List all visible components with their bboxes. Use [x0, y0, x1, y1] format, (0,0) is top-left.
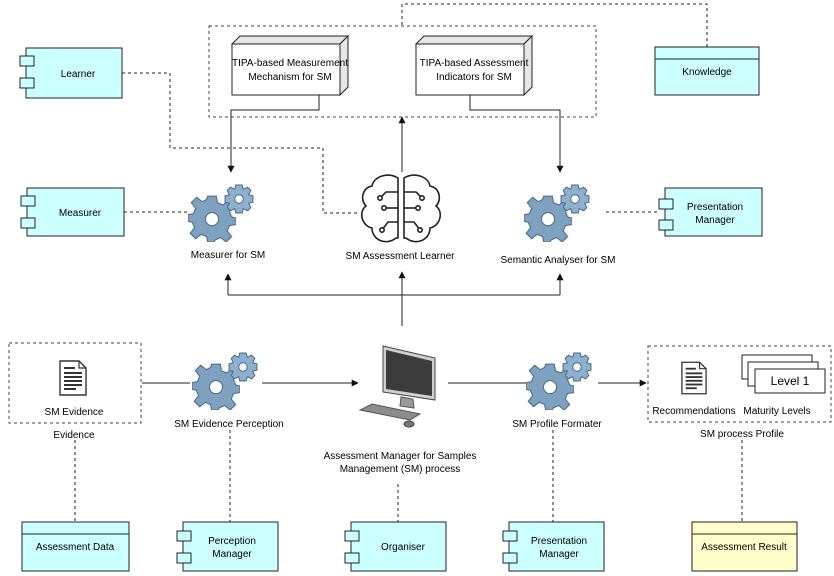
process-sm-evidence-perception[interactable]: SM Evidence Perception: [174, 352, 284, 430]
recommendations-label: Recommendations: [652, 406, 735, 417]
process-semantic-analyser[interactable]: Semantic Analyser for SM: [500, 184, 616, 266]
presentation-manager-top-label-line2: Manager: [695, 215, 735, 226]
process-assessment-manager[interactable]: Assessment Manager for Samples Managemen…: [324, 345, 477, 475]
sm-process-profile-group[interactable]: Recommendations Level 1 Maturity Levels …: [647, 345, 832, 440]
component-assessment-result[interactable]: Assessment Result: [691, 521, 798, 572]
document-icon: [681, 361, 707, 395]
measurer-for-sm-label: Measurer for SM: [191, 250, 265, 261]
level-card-label: Level 1: [771, 374, 810, 388]
sm-process-profile-label: SM process Profile: [700, 429, 784, 440]
artifact-measurement-label-line1: TIPA-based Measurement: [232, 58, 348, 69]
assessment-manager-label-line2: Management (SM) process: [340, 464, 461, 475]
perception-manager-label-line1: Perception: [208, 536, 256, 547]
tipa-artifacts-frame: [208, 25, 597, 118]
process-sm-profile-formater[interactable]: SM Profile Formater: [512, 352, 602, 430]
semantic-analyser-label: Semantic Analyser for SM: [500, 255, 615, 266]
organiser-label: Organiser: [381, 542, 426, 553]
brain-circuit-icon: [360, 174, 442, 243]
document-icon: [59, 360, 87, 396]
sm-assessment-learner-label: SM Assessment Learner: [346, 251, 456, 262]
maturity-levels-label: Maturity Levels: [743, 406, 810, 417]
learner-label: Learner: [61, 69, 96, 80]
component-learner[interactable]: Learner: [19, 47, 123, 99]
gear-small-icon: [224, 184, 254, 214]
sm-profile-formater-label: SM Profile Formater: [512, 419, 602, 430]
process-measurer-for-sm[interactable]: Measurer for SM: [188, 184, 265, 261]
component-perception-manager[interactable]: Perception Manager: [176, 521, 279, 572]
assessment-data-label: Assessment Data: [36, 542, 115, 553]
assessment-result-label: Assessment Result: [701, 542, 787, 553]
presentation-manager-bottom-label-line1: Presentation: [531, 536, 587, 547]
component-organiser[interactable]: Organiser: [344, 521, 447, 572]
component-assessment-data[interactable]: Assessment Data: [21, 521, 130, 572]
perception-manager-label-line2: Manager: [212, 549, 252, 560]
computer-icon: [358, 345, 436, 428]
artifact-indicators-label-line1: TIPA-based Assessment: [420, 58, 529, 69]
artifact-measurement-label-line2: Mechanism for SM: [248, 72, 331, 83]
assessment-manager-label-line1: Assessment Manager for Samples: [324, 451, 477, 462]
connectors: [74, 3, 743, 522]
artifact-measurement-mechanism[interactable]: TIPA-based Measurement Mechanism for SM: [230, 34, 350, 97]
presentation-manager-bottom-label-line2: Manager: [539, 549, 579, 560]
maturity-level-cards: Level 1: [741, 354, 826, 394]
evidence-group-label: Evidence: [53, 430, 95, 441]
gear-small-icon: [560, 184, 590, 214]
sm-evidence-perception-label: SM Evidence Perception: [174, 419, 284, 430]
component-presentation-manager-top[interactable]: Presentation Manager: [658, 187, 763, 237]
sm-evidence-label: SM Evidence: [45, 407, 104, 418]
measurer-label: Measurer: [59, 208, 102, 219]
gear-small-icon: [228, 352, 258, 382]
component-knowledge[interactable]: Knowledge: [654, 46, 760, 96]
component-measurer[interactable]: Measurer: [20, 187, 125, 237]
evidence-group[interactable]: SM Evidence Evidence: [8, 342, 142, 441]
artifact-indicators-label-line2: Indicators for SM: [436, 72, 512, 83]
artifact-assessment-indicators[interactable]: TIPA-based Assessment Indicators for SM: [414, 34, 534, 97]
knowledge-label: Knowledge: [682, 67, 732, 78]
process-sm-assessment-learner[interactable]: SM Assessment Learner: [346, 174, 456, 262]
presentation-manager-top-label-line1: Presentation: [687, 202, 743, 213]
component-presentation-manager-bottom[interactable]: Presentation Manager: [502, 521, 605, 572]
gear-small-icon: [562, 352, 592, 382]
